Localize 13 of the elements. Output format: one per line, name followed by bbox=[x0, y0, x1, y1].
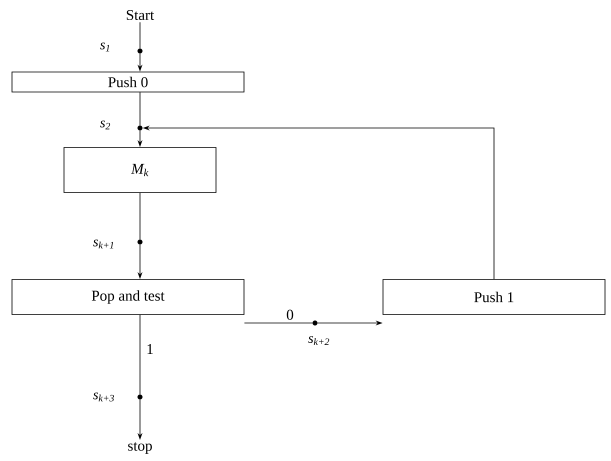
state-label: s$_{1}$ bbox=[100, 42, 110, 52]
process-box: M$_{k}$ bbox=[64, 147, 216, 193]
state-label: s$_{k+3}$ bbox=[93, 392, 114, 402]
edge-label: 1 bbox=[148, 344, 153, 354]
state-label: s$_{k+1}$ bbox=[93, 240, 114, 248]
start-label: Start bbox=[126, 10, 154, 20]
process-box: Push 0 bbox=[12, 72, 244, 92]
process-box: Push 1 bbox=[382, 279, 606, 315]
state-label: s$_{2}$ bbox=[100, 120, 110, 130]
process-box: Pop and test bbox=[12, 279, 244, 315]
state-label: s$_{k+2}$ bbox=[308, 336, 330, 345]
end-label: stop bbox=[128, 442, 152, 454]
edge-label: 0 bbox=[286, 310, 294, 320]
